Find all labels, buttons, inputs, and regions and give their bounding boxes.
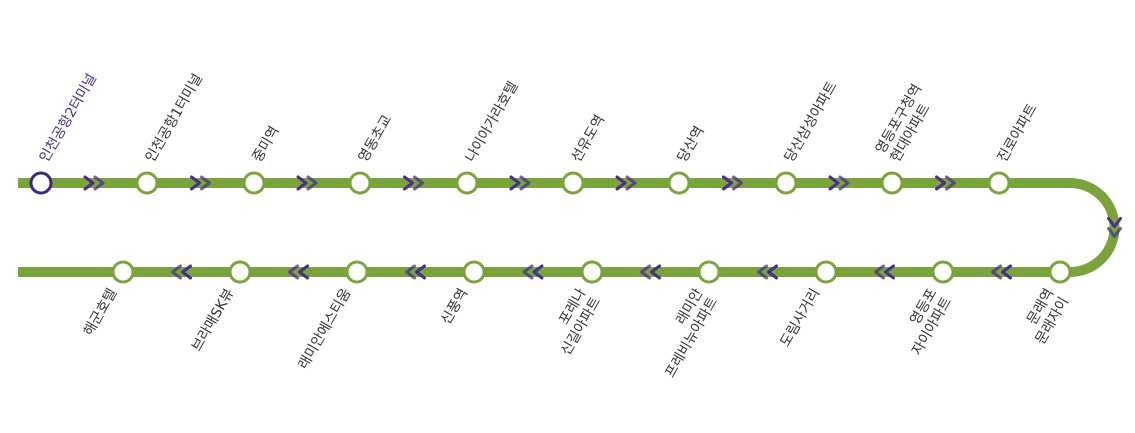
direction-arrows bbox=[83, 175, 1122, 280]
station-marker[interactable] bbox=[880, 171, 904, 195]
station-marker[interactable] bbox=[348, 171, 372, 195]
station-name-line: 래미안에스티움 bbox=[296, 286, 355, 372]
station-name-line: 중미역 bbox=[250, 124, 283, 165]
direction-arrow-icon bbox=[991, 264, 1012, 280]
station-name-line: 영동초교 bbox=[356, 112, 396, 165]
direction-arrow-icon bbox=[83, 175, 105, 191]
station-label: 인천공항2터미널 bbox=[37, 71, 100, 165]
current-station-marker[interactable] bbox=[29, 171, 53, 195]
station-marker[interactable] bbox=[814, 260, 838, 284]
direction-arrow-icon bbox=[296, 175, 318, 191]
stations bbox=[29, 171, 1072, 284]
station-marker[interactable] bbox=[242, 171, 266, 195]
direction-arrow-icon bbox=[1107, 217, 1122, 238]
station-name-line: 인천공항1터미널 bbox=[143, 71, 206, 165]
station-name-line: 브라매SK뷰 bbox=[189, 286, 238, 354]
station-marker[interactable] bbox=[135, 171, 159, 195]
station-marker[interactable] bbox=[931, 260, 955, 284]
station-name-line: 도림사거리 bbox=[777, 286, 823, 350]
direction-arrow-icon bbox=[828, 175, 850, 191]
station-marker[interactable] bbox=[111, 260, 135, 284]
direction-arrow-icon bbox=[874, 264, 895, 280]
station-name-line: 나이아가라호텔 bbox=[463, 79, 522, 165]
station-label: 영동초교 bbox=[356, 112, 396, 165]
station-label: 인천공항1터미널 bbox=[143, 71, 206, 165]
station-marker[interactable] bbox=[1048, 260, 1072, 284]
direction-arrow-icon bbox=[190, 175, 211, 191]
station-marker[interactable] bbox=[345, 260, 369, 284]
station-label: 중미역 bbox=[250, 124, 283, 165]
station-label: 당산역 bbox=[675, 124, 708, 165]
station-marker[interactable] bbox=[774, 171, 798, 195]
station-label: 포레나신길아파트 bbox=[543, 286, 604, 358]
station-label: 진로아파트 bbox=[995, 101, 1041, 165]
station-label: 래미안에스티움 bbox=[296, 286, 355, 372]
station-name-line: 당산역 bbox=[675, 124, 708, 165]
station-marker[interactable] bbox=[455, 171, 479, 195]
station-marker[interactable] bbox=[667, 171, 691, 195]
direction-arrow-icon bbox=[403, 175, 424, 191]
station-label: 브라매SK뷰 bbox=[189, 286, 238, 354]
station-label: 래미안프레비뉴아파트 bbox=[648, 286, 722, 381]
route-line-layer bbox=[18, 178, 1120, 277]
station-label: 도림사거리 bbox=[777, 286, 823, 350]
route-line bbox=[18, 178, 1120, 277]
station-marker[interactable] bbox=[561, 171, 585, 195]
direction-arrow-icon bbox=[405, 264, 426, 280]
direction-arrow-icon bbox=[935, 175, 956, 191]
direction-arrow-icon bbox=[722, 175, 743, 191]
station-label: 문래역문래자이 bbox=[1018, 286, 1072, 347]
station-label: 나이아가라호텔 bbox=[463, 79, 522, 165]
station-marker[interactable] bbox=[228, 260, 252, 284]
direction-arrow-icon bbox=[640, 264, 661, 280]
station-marker[interactable] bbox=[580, 260, 604, 284]
station-name-line: 진로아파트 bbox=[995, 101, 1041, 165]
station-marker[interactable] bbox=[987, 171, 1011, 195]
direction-arrow-icon bbox=[757, 264, 778, 280]
station-label: 선유도역 bbox=[569, 112, 609, 165]
station-label: 해군호텔 bbox=[81, 286, 121, 339]
direction-arrow-icon bbox=[615, 175, 637, 191]
station-label: 영등포자이아파트 bbox=[894, 286, 955, 358]
station-name-line: 신풍역 bbox=[438, 286, 471, 327]
direction-arrow-icon bbox=[288, 264, 309, 280]
station-name-line: 인천공항2터미널 bbox=[37, 71, 100, 165]
station-label: 당산삼성아파트 bbox=[782, 79, 841, 165]
station-label: 신풍역 bbox=[438, 286, 471, 327]
direction-arrow-icon bbox=[509, 175, 531, 191]
station-marker[interactable] bbox=[462, 260, 486, 284]
direction-arrow-icon bbox=[171, 264, 192, 280]
station-name-line: 해군호텔 bbox=[81, 286, 121, 339]
station-marker[interactable] bbox=[697, 260, 721, 284]
station-label: 영등포구청역현대아파트 bbox=[873, 82, 940, 165]
station-name-line: 당산삼성아파트 bbox=[782, 79, 841, 165]
direction-arrow-icon bbox=[522, 264, 544, 280]
station-name-line: 선유도역 bbox=[569, 112, 609, 165]
